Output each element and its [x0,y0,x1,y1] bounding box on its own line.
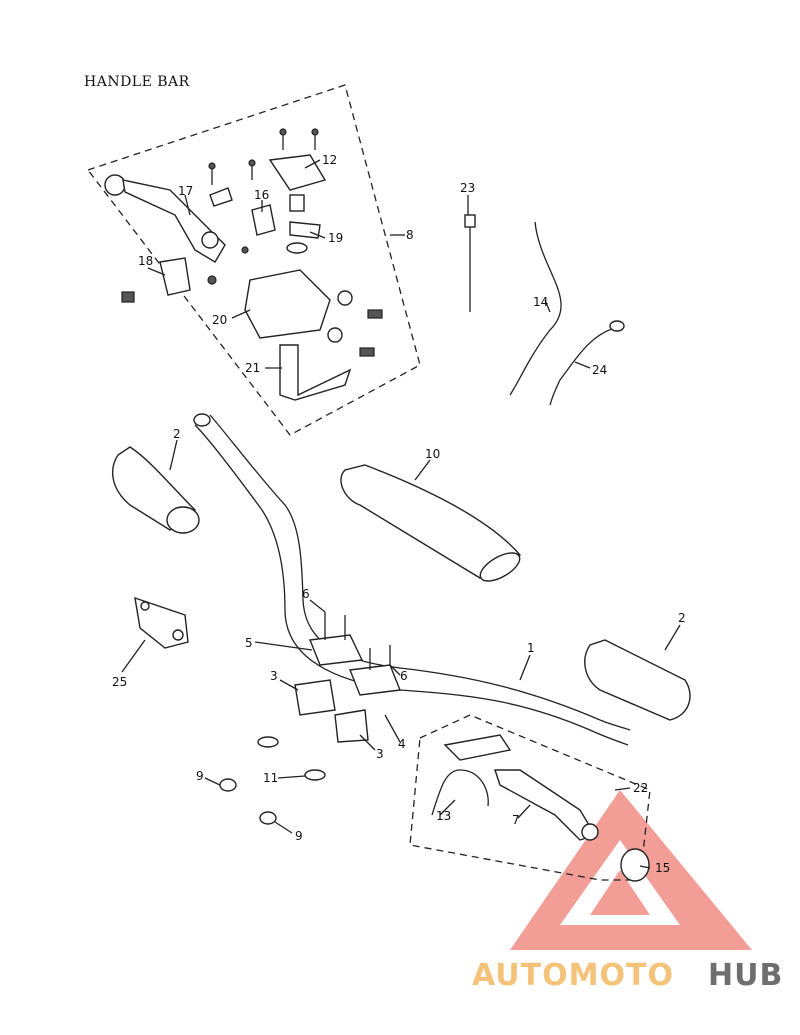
callout-1: 1 [527,641,535,655]
grip-left-2 [111,446,200,534]
bar-pad-10 [340,464,522,582]
callout-16: 16 [254,188,269,202]
callout-20: 20 [212,313,227,327]
callout-9-lower: 9 [295,829,303,843]
plate-25 [134,596,189,649]
callout-17: 17 [178,184,193,198]
callout-18: 18 [138,254,153,268]
callout-12: 12 [322,153,337,167]
callout-19: 19 [328,231,343,245]
callout-10: 10 [425,447,440,461]
callout-11: 11 [263,771,278,785]
callout-13: 13 [436,809,451,823]
brake-lever-17 [104,174,226,263]
callout-5: 5 [245,636,253,650]
callout-15: 15 [655,861,670,875]
callout-21: 21 [245,361,260,375]
callout-7: 7 [512,813,520,827]
washers-and-nuts [219,736,326,825]
callout-8: 8 [406,228,414,242]
leader-lines [121,159,681,869]
upper-small-parts [121,128,383,401]
callout-24: 24 [592,363,607,377]
grip-right-2 [584,639,691,721]
callout-22: 22 [633,781,648,795]
callout-3-lower: 3 [376,747,384,761]
callout-2-left: 2 [173,427,181,441]
callout-6-upper: 6 [302,587,310,601]
watermark-text-hub: HUB [708,958,783,993]
handlebar-clamps [294,612,401,743]
handle-bar-1 [193,413,631,746]
diagram-title: HANDLE BAR [84,74,190,90]
callout-4: 4 [398,737,406,751]
watermark-text-automoto: AUTOMOTO [472,958,674,993]
callout-25: 25 [112,675,127,689]
callout-9-upper: 9 [196,769,204,783]
right-control-group [431,734,650,882]
callout-14: 14 [533,295,548,309]
assembly-outline-8 [86,84,421,436]
callout-23: 23 [460,181,475,195]
callout-6-lower: 6 [400,669,408,683]
callout-3-upper: 3 [270,669,278,683]
cables-upper-right [464,214,625,406]
callout-2-right: 2 [678,611,686,625]
